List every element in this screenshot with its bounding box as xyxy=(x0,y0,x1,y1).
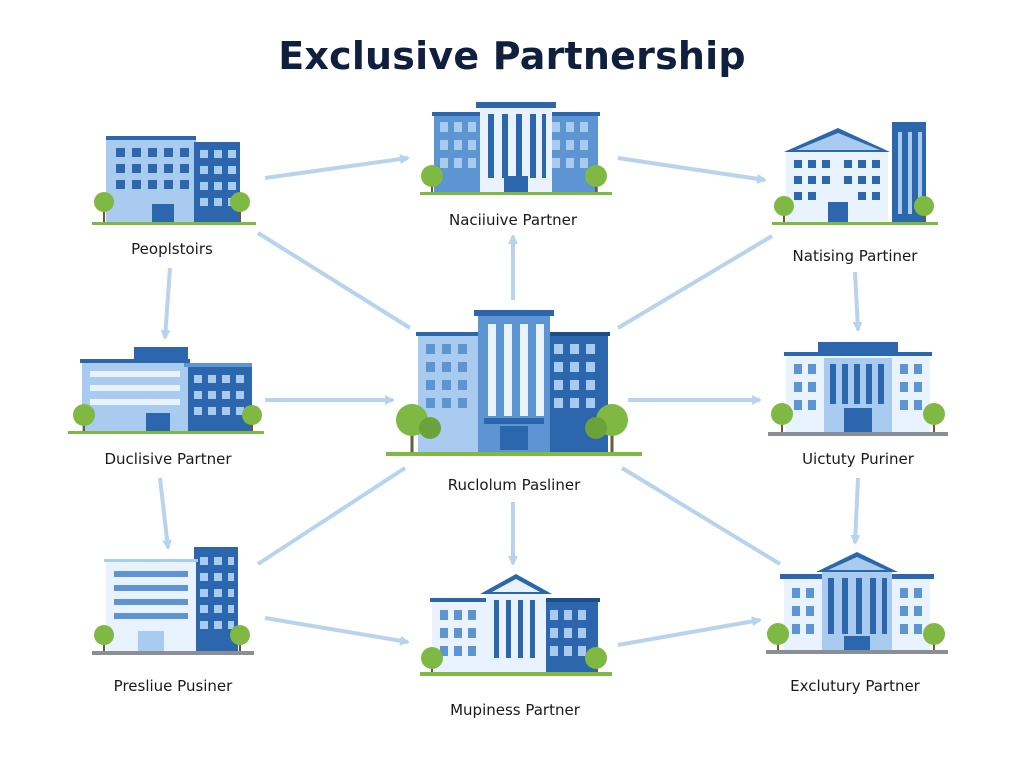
connector-topleft-center xyxy=(256,231,412,330)
building-icon xyxy=(766,552,948,654)
node-label-bottom-center: Mupiness Partner xyxy=(450,701,580,719)
building-top-left xyxy=(90,130,258,230)
connector-bottomleft-center xyxy=(256,466,407,566)
building-icon xyxy=(772,122,938,225)
arrow-topleft-to-topcenter xyxy=(264,154,410,180)
arrow-bottomleft-to-bottomcenter xyxy=(264,616,410,646)
node-label-bottom-right: Exclutury Partner xyxy=(790,677,920,695)
building-top-right xyxy=(770,120,940,230)
building-icon xyxy=(420,574,612,676)
connector-bottomright-center xyxy=(620,466,782,566)
node-label-mid-left: Duclisive Partner xyxy=(104,450,232,468)
arrow-topcenter-to-topright xyxy=(617,156,767,184)
arrow-midright-to-bottomright xyxy=(850,477,861,545)
node-label-center: Ruclolum Pasliner xyxy=(447,476,581,494)
building-icon xyxy=(92,547,254,655)
node-label-bottom-left: Presliue Pusiner xyxy=(113,677,233,695)
building-bottom-right xyxy=(764,548,950,660)
arrow-midleft-to-bottomleft xyxy=(158,477,173,550)
building-icon xyxy=(92,136,256,225)
arrow-topright-to-midright xyxy=(852,271,863,332)
building-top-center xyxy=(418,100,614,200)
building-bottom-left xyxy=(90,545,256,661)
building-icon xyxy=(68,347,264,434)
connector-topright-center xyxy=(616,234,774,330)
diagram-title: Exclusive Partnership xyxy=(278,34,746,78)
building-icon xyxy=(420,102,612,195)
arrow-bottomcenter-to-bottomright xyxy=(617,616,762,647)
node-label-top-right: Natising Partiner xyxy=(792,247,918,265)
node-label-mid-right: Uictuty Puriner xyxy=(802,450,914,468)
node-label-top-left: Peoplstoirs xyxy=(131,240,213,258)
building-icon xyxy=(768,342,948,436)
building-bottom-center xyxy=(418,570,614,680)
building-center xyxy=(384,306,644,461)
building-mid-right xyxy=(766,340,950,440)
building-icon xyxy=(386,310,642,456)
building-mid-left xyxy=(66,345,266,440)
arrow-topleft-to-midleft xyxy=(160,267,172,340)
node-label-top-center: Naciiuive Partner xyxy=(448,211,578,229)
